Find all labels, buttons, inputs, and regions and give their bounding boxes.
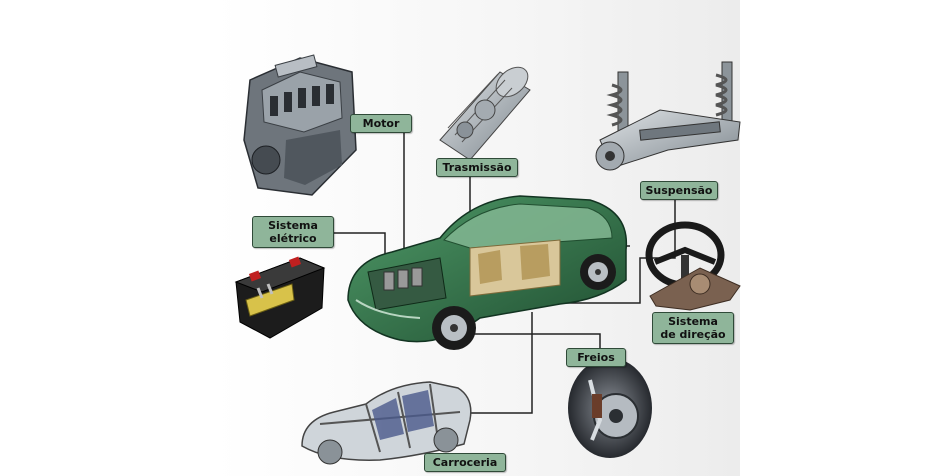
label-motor: Motor (350, 114, 412, 133)
car-body-shell-icon (301, 381, 472, 465)
label-sistema-direcao: Sistema de direção (652, 312, 734, 344)
leader-carroceria (470, 312, 533, 414)
engine-icon (243, 54, 357, 196)
label-sistema-eletrico: Sistema elétrico (252, 216, 334, 248)
car-cutaway-icon (347, 195, 628, 350)
steering-wheel-icon (645, 221, 741, 311)
brake-disc-icon (568, 358, 652, 458)
label-carroceria: Carroceria (424, 453, 506, 472)
label-suspensao: Suspensão (640, 181, 718, 200)
label-transmissao: Trasmissão (436, 158, 518, 177)
label-freios: Freios (566, 348, 626, 367)
suspension-icon (595, 61, 741, 171)
leader-eletrico (334, 232, 386, 257)
battery-icon (234, 256, 326, 339)
transmission-icon (439, 66, 531, 161)
leader-suspensao (440, 200, 676, 304)
